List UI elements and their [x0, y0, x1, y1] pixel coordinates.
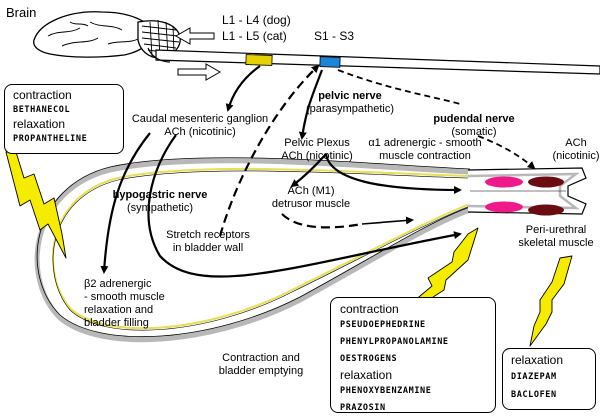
sacral-label: S1 - S3 — [314, 29, 355, 43]
alpha1-effect: muscle contraction — [379, 150, 471, 162]
beta2-label: β2 adrenergic - smooth muscle relaxation… — [84, 278, 165, 330]
periurethral-name: Peri-urethral — [525, 224, 587, 236]
pelvic-plexus-label: Pelvic Plexus ACh (nicotinic) — [262, 137, 372, 163]
drug-name: PRAZOSIN — [340, 403, 386, 413]
pudendal-nerve-label: pudendal nerve (somatic) — [424, 113, 524, 139]
emptying-text: bladder emptying — [218, 365, 304, 377]
caudal-mesenteric-ganglion-label: Caudal mesenteric ganglion ACh (nicotini… — [120, 113, 280, 139]
contraction-heading: contraction — [13, 88, 72, 102]
contraction-emptying-label: Contraction and bladder emptying — [206, 352, 316, 378]
contraction-heading: contraction — [340, 302, 399, 316]
sacral-segment — [319, 56, 341, 68]
ganglion-name: Caudal mesenteric ganglion — [131, 113, 269, 125]
urethral-smooth-muscle-upper — [485, 176, 523, 188]
descending-arrow-icon — [177, 63, 222, 81]
lumbar-cat-label: L1 - L5 (cat) — [222, 29, 287, 43]
urethra — [467, 167, 587, 216]
spinal-cord — [147, 47, 600, 75]
stretch-receptors: Stretch receptors — [166, 229, 250, 241]
stretch-receptors-label: Stretch receptors in bladder wall — [158, 229, 258, 255]
detrusor-label: ACh (M1) detrusor muscle — [266, 185, 356, 211]
beta2-effect: bladder filling — [84, 317, 149, 329]
beta2-receptor: β2 adrenergic — [84, 278, 152, 290]
relaxation-heading: relaxation — [511, 353, 564, 367]
ascending-arrow-icon — [174, 27, 215, 45]
alpha1-label: α1 adrenergic - smooth muscle contractio… — [360, 137, 490, 163]
lightning-icon — [5, 151, 67, 259]
drug-name: PROPANTHELINE — [13, 134, 88, 144]
beta2-effect: relaxation and — [84, 304, 154, 316]
skeletal-drug-box: relaxation DIAZEPAM BACLOFEN — [502, 348, 596, 410]
pudendal-nerve-type: (somatic) — [451, 126, 497, 138]
detrusor-muscle: detrusor muscle — [271, 198, 351, 210]
bladder — [34, 157, 471, 343]
drug-name: PHENOXYBENZAMINE — [340, 386, 432, 396]
plexus-name: Pelvic Plexus — [284, 137, 350, 149]
stretch-location: in bladder wall — [172, 242, 244, 254]
pudendal-nerve-name: pudendal nerve — [433, 113, 515, 125]
hypogastric-nerve-name: hypogastric nerve — [112, 189, 208, 201]
nerve-pathways — [100, 64, 536, 278]
cns-drug-box: contraction BETHANECOL relaxation PROPAN… — [4, 84, 124, 154]
urethral-smooth-muscle-lower — [485, 201, 523, 213]
brain-label: Brain — [6, 5, 37, 20]
contraction-text: Contraction and — [222, 352, 300, 364]
periurethral-muscle-upper — [528, 176, 564, 188]
nicotinic-type: (nicotinic) — [552, 150, 600, 162]
plexus-transmitter: ACh (nicotinic) — [281, 150, 353, 162]
lumbar-dog-label: L1 - L4 (dog) — [222, 13, 291, 27]
periurethral-muscle-label: Peri-urethral skeletal muscle — [512, 224, 600, 250]
pelvic-nerve-type: (parasympathetic) — [305, 103, 395, 115]
drug-name: BETHANECOL — [13, 105, 71, 115]
urethral-drug-box: contraction PSEUDOEPHEDRINE PHENYLPROPAN… — [330, 297, 496, 413]
drug-name: PHENYLPROPANOLAMINE — [340, 337, 449, 347]
alpha1-receptor: α1 adrenergic - smooth — [368, 137, 482, 149]
periurethral-type: skeletal muscle — [518, 237, 594, 249]
pelvic-nerve-name: pelvic nerve — [318, 90, 382, 102]
relaxation-heading: relaxation — [13, 117, 66, 131]
drug-name: PSEUDOEPHEDRINE — [340, 320, 426, 330]
nicotinic-transmitter: ACh — [565, 137, 587, 149]
drug-name: DIAZEPAM — [511, 372, 557, 382]
ganglion-transmitter: ACh (nicotinic) — [164, 126, 236, 138]
pelvic-nerve-label: pelvic nerve (parasympathetic) — [300, 90, 400, 116]
muscarinic-receptor: ACh (M1) — [287, 185, 335, 197]
beta2-effect: - smooth muscle — [84, 291, 165, 303]
lightning-icon — [529, 255, 573, 347]
periurethral-muscle-lower — [528, 204, 564, 216]
relaxation-heading: relaxation — [340, 368, 393, 382]
hypogastric-nerve-label: hypogastric nerve (sympathetic) — [110, 189, 210, 215]
drug-name: BACLOFEN — [511, 390, 557, 400]
drug-name: OESTROGENS — [340, 354, 398, 364]
hypogastric-nerve-type: (sympathetic) — [126, 202, 194, 214]
lumbar-segment — [245, 54, 273, 66]
nicotinic-receptor-label: ACh (nicotinic) — [548, 137, 600, 163]
